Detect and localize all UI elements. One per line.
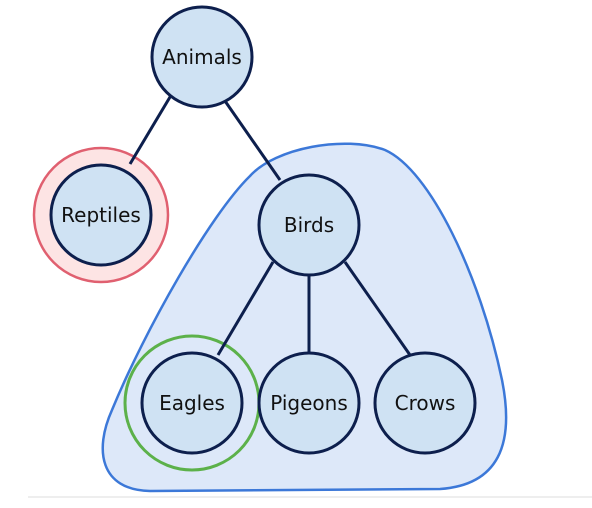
edge-animals-birds [223, 100, 282, 181]
edge-birds-eagles [216, 261, 275, 356]
tree-edges [128, 91, 412, 356]
node-eagles-label: Eagles [159, 391, 225, 415]
node-birds-label: Birds [284, 213, 334, 237]
node-pigeons: Pigeons [257, 351, 361, 455]
node-reptiles-label: Reptiles [61, 203, 141, 227]
node-crows: Crows [373, 351, 477, 455]
edge-birds-crows [343, 261, 412, 356]
node-pigeons-label: Pigeons [270, 391, 348, 415]
node-animals-label: Animals [162, 45, 242, 69]
node-reptiles: Reptiles [49, 163, 153, 267]
edge-animals-reptiles [128, 91, 175, 165]
node-crows-label: Crows [395, 391, 456, 415]
node-eagles: Eagles [140, 351, 244, 455]
node-birds: Birds [257, 173, 361, 277]
node-animals: Animals [150, 5, 254, 109]
